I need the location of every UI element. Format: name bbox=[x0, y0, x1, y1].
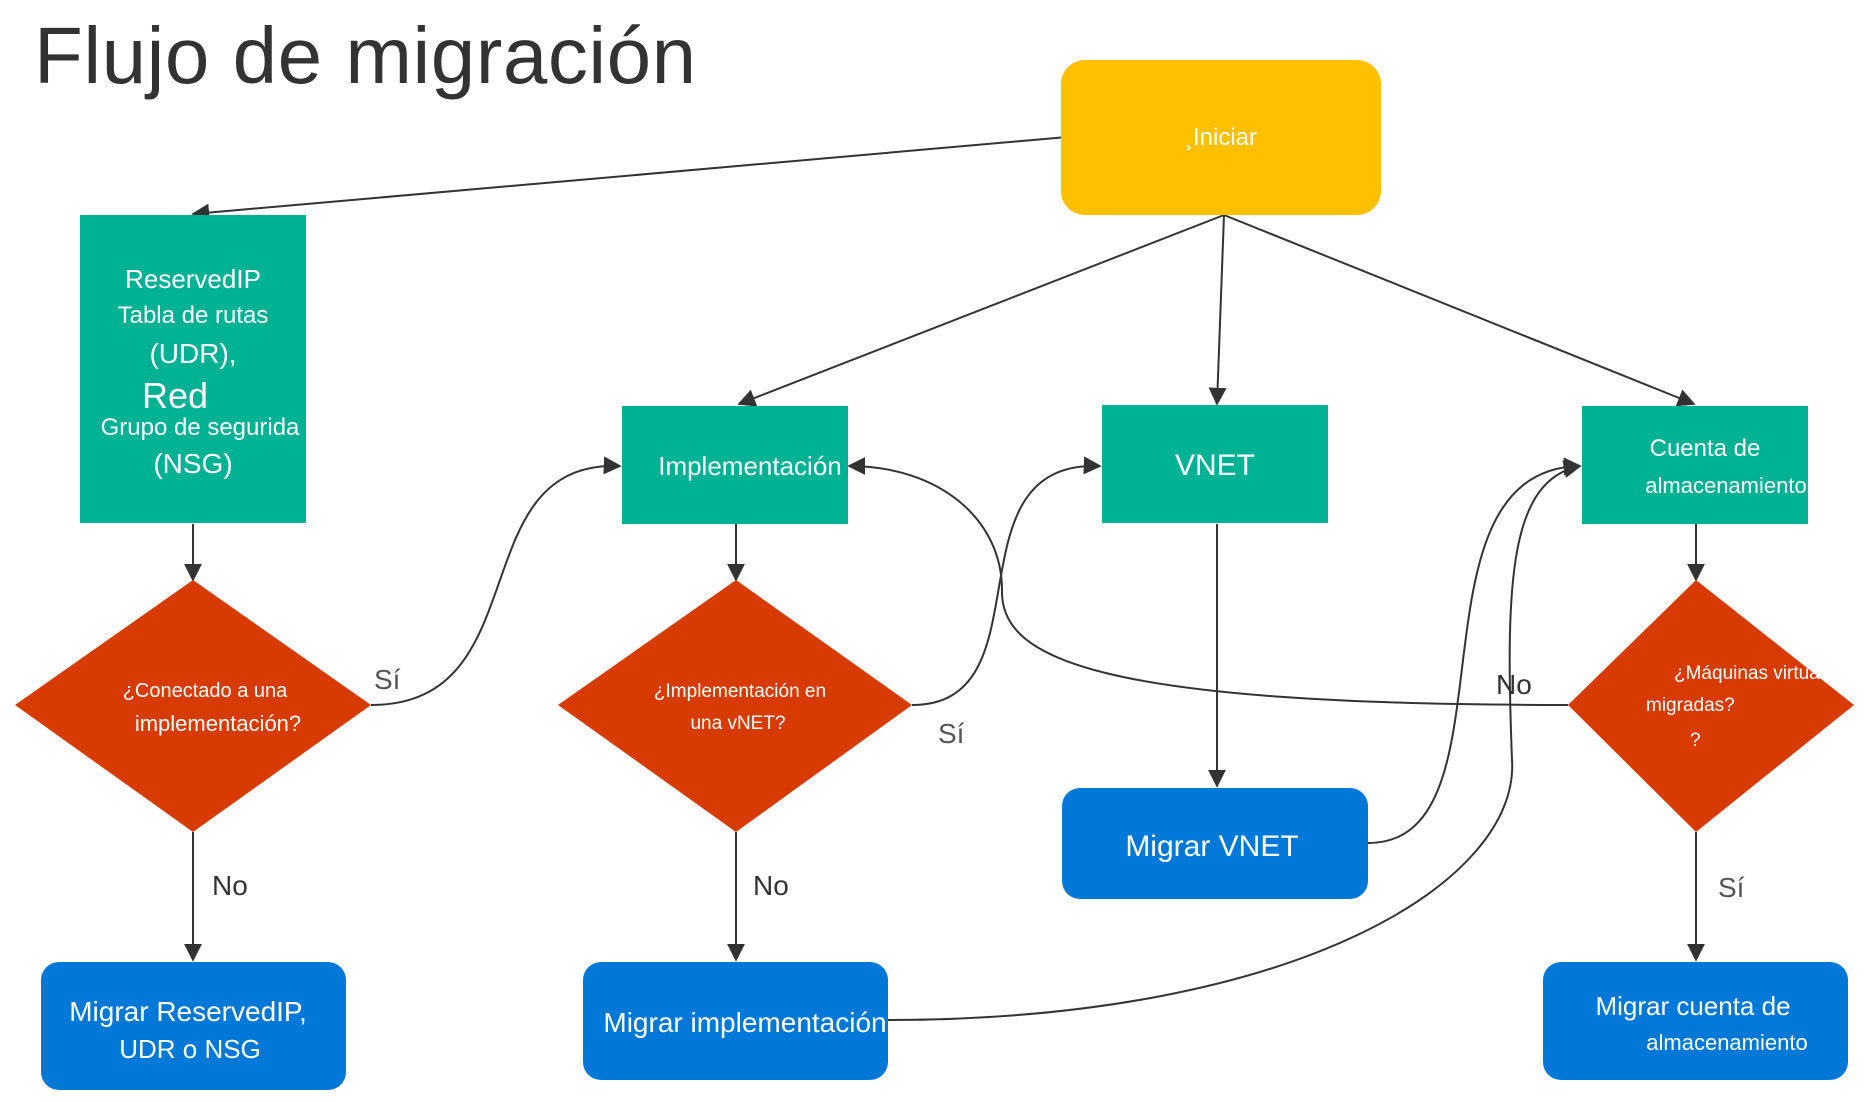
edge-label-si-vms: Sí bbox=[1718, 872, 1745, 903]
edge-start-to-implementacion bbox=[737, 214, 1225, 407]
reservedip-line-4: Red bbox=[142, 375, 208, 416]
migrate-storage-line-2: almacenamiento bbox=[1646, 1030, 1807, 1055]
implementacion-node: Implementación bbox=[622, 406, 848, 524]
migrate-storage-node: Migrar cuenta de almacenamiento bbox=[1543, 962, 1848, 1080]
migrate-vnet-label: Migrar VNET bbox=[1125, 830, 1298, 863]
storage-line-2: almacenamiento bbox=[1645, 473, 1806, 498]
migrate-reservedip-line-1: Migrar ReservedIP, bbox=[69, 996, 307, 1027]
decision-vms-line-3: ? bbox=[1690, 730, 1701, 751]
vnet-node: VNET bbox=[1102, 405, 1328, 523]
start-node: ¸Iniciar bbox=[1061, 60, 1381, 215]
reservedip-line-6: (NSG) bbox=[153, 448, 232, 479]
edge-label-no-deploy: No bbox=[753, 870, 789, 901]
page-title: Flujo de migración bbox=[34, 11, 697, 100]
reservedip-line-3: (UDR), bbox=[149, 338, 236, 369]
migrate-deployment-label: Migrar implementación bbox=[603, 1007, 886, 1038]
migrate-reservedip-node: Migrar ReservedIP, UDR o NSG bbox=[41, 962, 346, 1090]
reservedip-line-2: Tabla de rutas bbox=[118, 302, 269, 329]
reservedip-node: ReservedIP Tabla de rutas (UDR), Red Gru… bbox=[80, 215, 306, 523]
decision-deploy-line-2: una vNET? bbox=[690, 713, 785, 734]
decision-deploy-line-1: ¿Implementación en bbox=[654, 681, 826, 702]
decision-connected-node: ¿Conectado a una implementación? bbox=[15, 580, 371, 832]
decision-vms-node: ¿Máquinas virtuales migradas? ? bbox=[1568, 580, 1854, 832]
decision-connected-line-2: implementación? bbox=[135, 711, 301, 736]
migrate-storage-line-1: Migrar cuenta de bbox=[1595, 991, 1790, 1021]
vnet-label: VNET bbox=[1175, 449, 1255, 482]
edge-decision-deploy-si bbox=[911, 456, 1102, 706]
reservedip-line-5: Grupo de segurida bbox=[101, 414, 300, 441]
start-label: ¸Iniciar bbox=[1185, 124, 1257, 151]
edge-label-si-deploy: Sí bbox=[938, 718, 965, 749]
decision-vms-line-2: migradas? bbox=[1646, 695, 1735, 716]
decision-connected-line-1: ¿Conectado a una bbox=[123, 680, 288, 702]
edge-decision-connected-si bbox=[370, 456, 622, 706]
edge-migrate-vnet-to-storage bbox=[1367, 457, 1582, 844]
edge-labels: Sí No Sí No No Sí bbox=[212, 664, 1745, 903]
edge-start-to-storage bbox=[1223, 214, 1696, 407]
storage-node: Cuenta de almacenamiento bbox=[1582, 406, 1808, 524]
reservedip-line-1: ReservedIP bbox=[125, 264, 261, 294]
migrate-reservedip-line-2: UDR o NSG bbox=[119, 1034, 261, 1064]
implementacion-label: Implementación bbox=[658, 451, 842, 481]
migrate-vnet-node: Migrar VNET bbox=[1062, 788, 1368, 899]
connectors bbox=[184, 136, 1705, 1021]
edge-start-to-reservedip bbox=[191, 136, 1068, 222]
edge-label-no-connected: No bbox=[212, 870, 248, 901]
edge-migrate-deployment-to-storage bbox=[886, 460, 1582, 1021]
edge-start-to-vnet bbox=[1208, 214, 1227, 406]
decision-deploy-vnet-node: ¿Implementación en una vNET? bbox=[558, 580, 912, 832]
edge-label-si-connected: Sí bbox=[374, 664, 401, 695]
edge-label-no-vms: No bbox=[1496, 669, 1532, 700]
migrate-deployment-node: Migrar implementación bbox=[583, 962, 888, 1080]
edge-decision-vms-no bbox=[847, 457, 1569, 706]
decision-vms-line-1: ¿Máquinas virtuales bbox=[1674, 663, 1844, 684]
storage-line-1: Cuenta de bbox=[1650, 435, 1761, 462]
